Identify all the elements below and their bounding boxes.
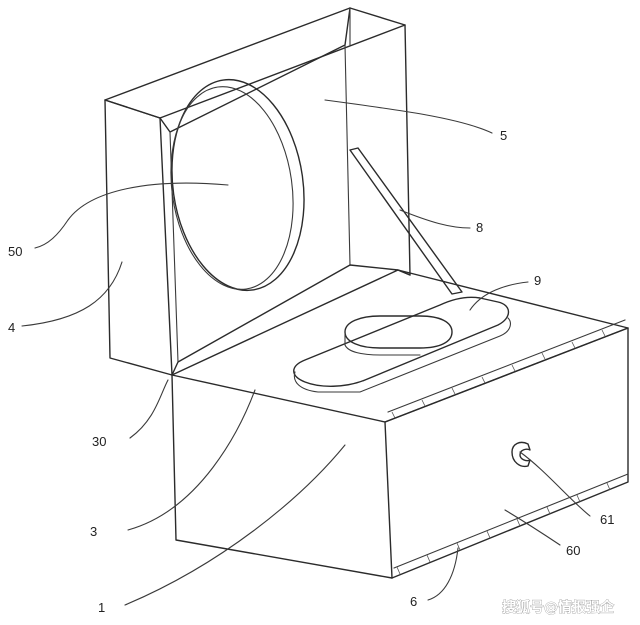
ref-label-50: 50 xyxy=(8,244,22,259)
ref-label-60: 60 xyxy=(566,543,580,558)
base-right-face xyxy=(384,327,629,579)
lid-inner-right-edge xyxy=(344,44,351,266)
base-rim-bottom xyxy=(393,473,629,569)
ref-label-1: 1 xyxy=(98,600,105,615)
ref-label-4: 4 xyxy=(8,320,15,335)
support-brace-8 xyxy=(349,147,463,295)
base-top-surface xyxy=(171,269,629,423)
tray-9 xyxy=(293,296,511,393)
ref-label-30: 30 xyxy=(92,434,106,449)
tray-outer-edge xyxy=(293,317,511,393)
tray-pad xyxy=(344,315,453,349)
ref-label-3: 3 xyxy=(90,524,97,539)
lid-right-edge xyxy=(397,24,411,276)
reference-labels: 5 8 50 9 4 30 61 3 60 1 6 xyxy=(8,128,614,615)
ref-label-6: 6 xyxy=(410,594,417,609)
tray-outer xyxy=(293,296,510,387)
mirror-ellipse-inner xyxy=(170,86,294,290)
ref-label-61: 61 xyxy=(600,512,614,527)
base-box xyxy=(171,269,629,579)
lid-inner-frame xyxy=(159,7,351,133)
base-rim-top xyxy=(387,319,626,413)
ref-label-9: 9 xyxy=(534,273,541,288)
tray-pad-edge xyxy=(344,333,421,356)
lid-4 xyxy=(104,7,411,376)
mirror-ellipse xyxy=(171,78,305,292)
mirror-50 xyxy=(170,78,305,292)
latch-61 xyxy=(511,441,531,468)
rim-hatching xyxy=(391,329,611,575)
ref-label-5: 5 xyxy=(500,128,507,143)
lid-left-face xyxy=(104,99,173,376)
watermark-text: 搜狐号@情报强企 xyxy=(502,599,615,616)
leader-lines xyxy=(21,99,591,606)
base-front-face xyxy=(171,374,393,579)
ref-label-8: 8 xyxy=(476,220,483,235)
